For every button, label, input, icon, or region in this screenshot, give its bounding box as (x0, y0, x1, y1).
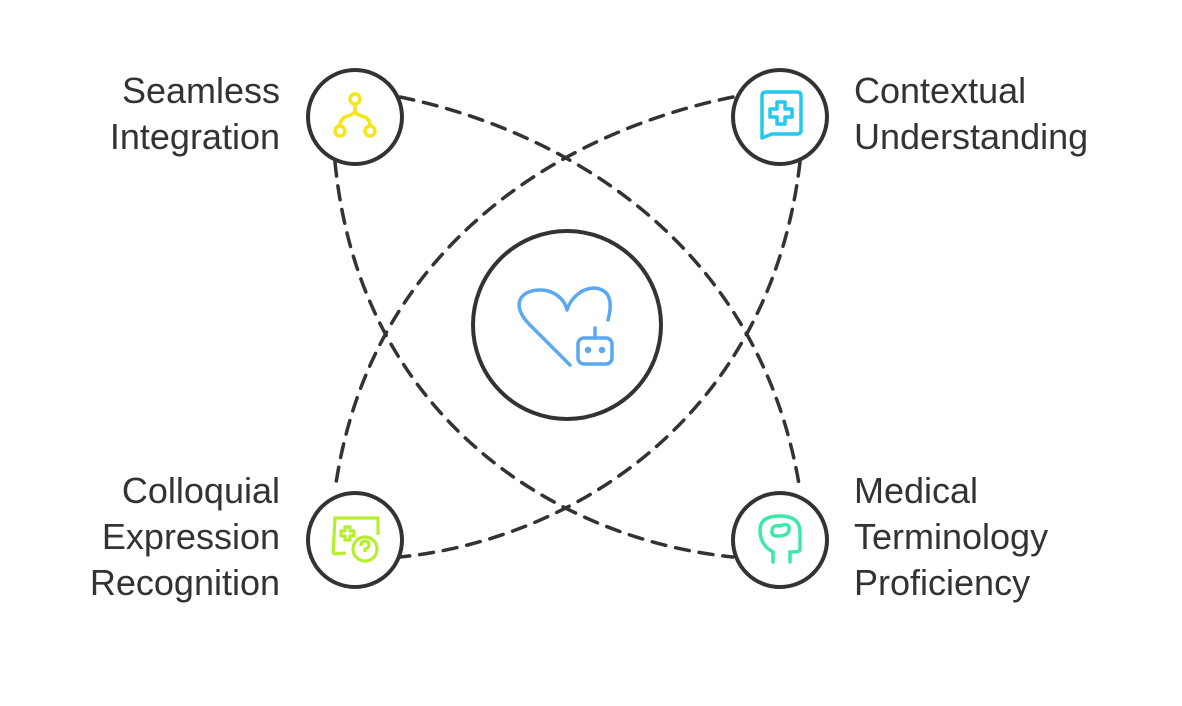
brain-head-icon (758, 514, 802, 564)
label-line: Terminology (854, 516, 1049, 557)
label-seamless-integration: Seamless Integration (110, 68, 280, 160)
label-line: Understanding (854, 116, 1089, 157)
center-circle (471, 229, 663, 421)
label-line: Contextual (854, 70, 1027, 111)
label-line: Colloquial (121, 470, 280, 511)
node-contextual-understanding (731, 68, 829, 166)
heart-robot-icon (517, 286, 614, 367)
node-medical-terminology-proficiency (731, 491, 829, 589)
connector-seamless-to-medical (398, 95, 802, 492)
label-line: Seamless (121, 70, 280, 111)
label-line: Recognition (89, 562, 280, 603)
label-contextual-understanding: Contextual Understanding (854, 68, 1088, 160)
medical-question-chat-icon (331, 516, 380, 563)
label-line: Expression (101, 516, 280, 557)
node-seamless-integration (306, 68, 404, 166)
label-colloquial-expression-recognition: Colloquial Expression Recognition (90, 468, 280, 606)
connector-seamless-to-medical-lower (333, 160, 735, 559)
connector-contextual-to-colloquial (333, 95, 735, 492)
network-nodes-icon (333, 92, 377, 138)
label-line: Integration (109, 116, 280, 157)
label-line: Proficiency (854, 562, 1031, 603)
connector-contextual-to-colloquial-lower (398, 160, 802, 559)
label-line: Medical (854, 470, 979, 511)
medical-chat-icon (760, 90, 803, 140)
label-medical-terminology-proficiency: Medical Terminology Proficiency (854, 468, 1048, 606)
